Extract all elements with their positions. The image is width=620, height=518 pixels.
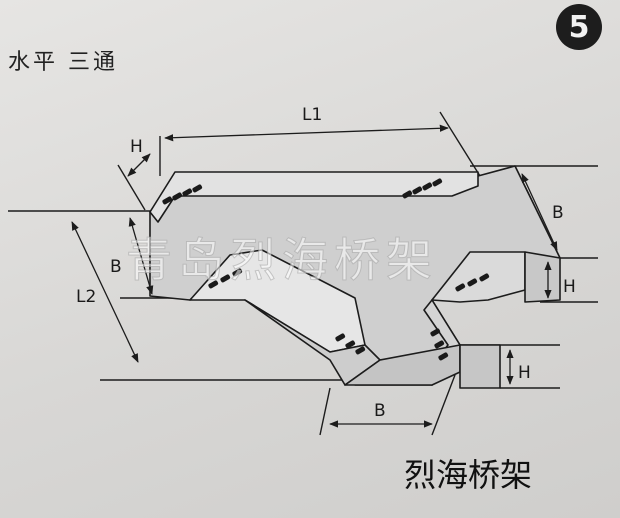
- dim-L1: [164, 124, 449, 142]
- dim-B-right: [521, 173, 558, 251]
- lower-right-outlet: [459, 344, 501, 389]
- dim-B-left: [128, 217, 154, 295]
- dimension-arrows: [71, 124, 558, 428]
- back-wall: [149, 171, 479, 223]
- vent-slots: [162, 178, 490, 361]
- caption-text: 烈海桥架: [404, 456, 533, 494]
- label-B-right: B: [552, 203, 564, 223]
- label-B-left: B: [110, 257, 122, 277]
- label-H-bottom-right: H: [518, 363, 531, 383]
- label-B-bottom: B: [374, 401, 386, 421]
- label-L1: L1: [302, 105, 322, 125]
- label-L2: L2: [76, 287, 96, 307]
- label-H-right: H: [563, 277, 576, 297]
- right-outlet: [524, 251, 561, 303]
- label-H-top: H: [130, 137, 143, 157]
- dim-L2: [71, 221, 139, 363]
- page-title: 水平 三通: [8, 50, 118, 75]
- step-number-badge: 5: [556, 4, 602, 50]
- dim-H-top: [127, 153, 151, 177]
- watermark-text: 青岛烈海桥架: [126, 233, 438, 288]
